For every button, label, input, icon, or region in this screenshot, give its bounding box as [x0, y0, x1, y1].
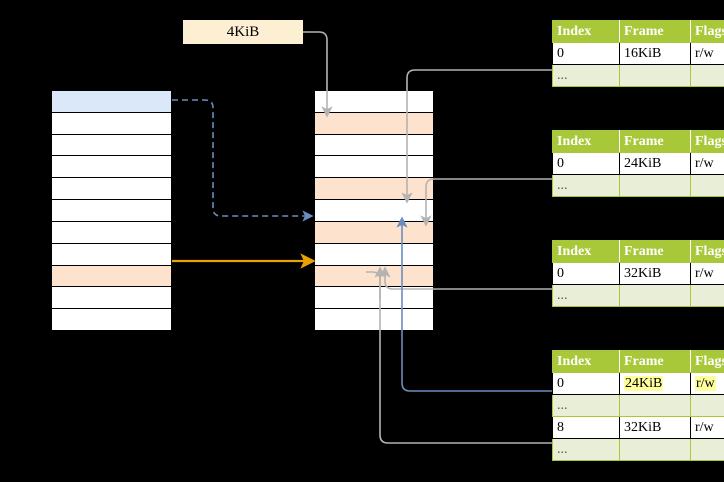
column-header: Flags — [690, 130, 724, 153]
table-row: ... — [552, 174, 724, 197]
column-header: Frame — [619, 350, 691, 373]
table-cell — [619, 394, 691, 417]
table-cell: 8 — [552, 416, 620, 439]
memory-cell — [314, 155, 434, 179]
table-row: ... — [552, 438, 724, 461]
table-row: ... — [552, 64, 724, 87]
table-cell: 0 — [552, 262, 620, 285]
column-header: Flags — [690, 240, 724, 263]
table-cell — [619, 438, 691, 461]
table-cell — [690, 284, 724, 307]
memory-cell — [51, 242, 172, 266]
table-cell — [690, 174, 724, 197]
table-cell: ... — [552, 438, 620, 461]
page-size-label: 4KiB — [183, 20, 303, 44]
memory-cell — [51, 133, 172, 157]
column-header: Frame — [619, 20, 691, 43]
memory-cell — [51, 286, 172, 310]
column-header: Index — [552, 130, 620, 153]
memory-cell — [314, 177, 434, 201]
table-cell: r/w — [690, 152, 724, 175]
memory-cell — [314, 286, 434, 310]
column-header: Index — [552, 20, 620, 43]
table-cell: ... — [552, 174, 620, 197]
column-header: Flags — [690, 350, 724, 373]
memory-cell — [314, 199, 434, 222]
memory-cell — [314, 111, 434, 135]
table-cell: 0 — [552, 152, 620, 175]
virtual-address-space-column — [51, 90, 172, 331]
table-cell: ... — [552, 64, 620, 87]
memory-cell — [51, 220, 172, 244]
table-cell — [690, 394, 724, 417]
table-cell: 32KiB — [619, 262, 691, 285]
memory-cell — [51, 177, 172, 201]
column-header: Frame — [619, 240, 691, 263]
table-cell: ... — [552, 284, 620, 307]
wire-virtual-page-dashed — [172, 99, 314, 222]
table-cell: r/w — [690, 262, 724, 285]
memory-cell — [314, 90, 434, 113]
highlighted-value: 24KiB — [624, 376, 664, 391]
table-cell: 24KiB — [619, 152, 691, 175]
table-cell: 0 — [552, 42, 620, 65]
column-header: Index — [552, 350, 620, 373]
memory-cell — [51, 155, 172, 179]
table-cell — [690, 438, 724, 461]
memory-cell — [51, 90, 172, 113]
table-cell — [619, 284, 691, 307]
table-cell: 16KiB — [619, 42, 691, 65]
memory-cell — [51, 308, 172, 331]
table-cell: 32KiB — [619, 416, 691, 439]
table-cell: r/w — [690, 416, 724, 439]
memory-cell — [51, 264, 172, 288]
memory-cell — [314, 242, 434, 266]
memory-cell — [314, 220, 434, 244]
column-header: Frame — [619, 130, 691, 153]
table-cell: 24KiB — [619, 372, 691, 395]
memory-cell — [51, 199, 172, 222]
memory-cell — [314, 133, 434, 157]
column-header: Flags — [690, 20, 724, 43]
physical-memory-column — [314, 90, 434, 331]
table-cell: 0 — [552, 372, 620, 395]
table-cell — [619, 174, 691, 197]
table-cell — [619, 64, 691, 87]
table-cell: r/w — [690, 372, 724, 395]
table-row: ... — [552, 394, 724, 417]
table-row: 0 24KiB r/w — [552, 372, 724, 395]
memory-cell — [314, 264, 434, 288]
memory-cell — [314, 308, 434, 331]
table-cell: ... — [552, 394, 620, 417]
table-row: ... — [552, 284, 724, 307]
highlighted-value: r/w — [695, 376, 716, 391]
table-cell: r/w — [690, 42, 724, 65]
memory-cell — [51, 111, 172, 135]
wire-table2-to-frame — [420, 178, 552, 227]
column-header: Index — [552, 240, 620, 263]
table-cell — [690, 64, 724, 87]
